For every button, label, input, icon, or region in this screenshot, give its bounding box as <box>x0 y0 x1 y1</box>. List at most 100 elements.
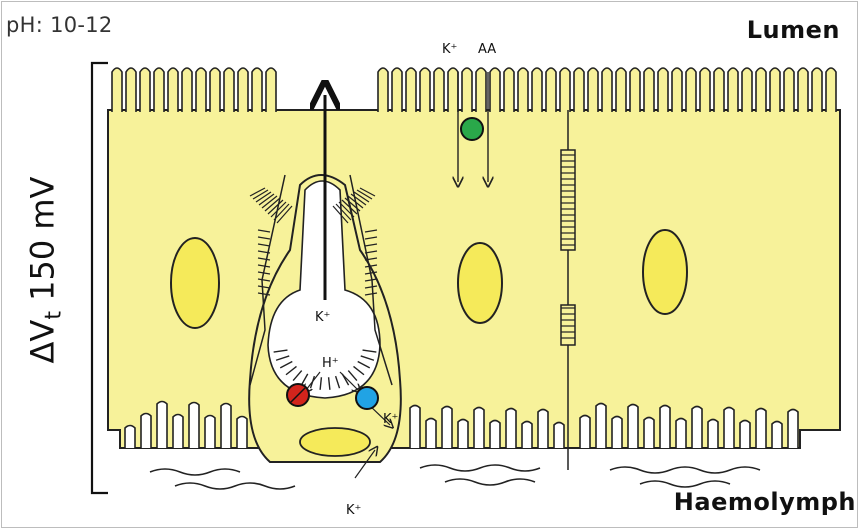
apical-transporter-green <box>461 118 483 140</box>
basal-fold <box>554 423 564 449</box>
haemolymph-label: Haemolymph <box>674 488 856 516</box>
microvillus <box>434 68 444 112</box>
microvillus <box>742 68 752 112</box>
microvillus <box>588 68 598 112</box>
voltage-bracket <box>92 63 108 493</box>
voltage-label: ΔVt 150 mV <box>23 177 66 364</box>
microvillus <box>490 68 500 112</box>
basal-fold <box>173 415 183 449</box>
basal-fold <box>410 406 420 449</box>
microvillus <box>518 68 528 112</box>
microvillus <box>126 68 136 112</box>
basal-fold <box>596 404 606 449</box>
microvillus <box>812 68 822 112</box>
microvillus <box>504 68 514 112</box>
basal-fold <box>458 420 468 449</box>
ph-label: pH: 10-12 <box>6 13 113 37</box>
basal-fold <box>612 417 622 449</box>
basal-fold <box>740 421 750 449</box>
microvillus <box>532 68 542 112</box>
basal-fold <box>628 405 638 449</box>
microvillus <box>420 68 430 112</box>
voltage-delta: ΔV <box>23 320 61 364</box>
microvillus <box>266 68 276 112</box>
transporter-blue <box>356 387 378 409</box>
basal-fold <box>442 407 452 449</box>
microvillus <box>462 68 472 112</box>
microvillus <box>686 68 696 112</box>
basal-fold <box>580 416 590 449</box>
microvillus <box>238 68 248 112</box>
h-plus-label: H⁺ <box>322 356 339 371</box>
microvillus <box>140 68 150 112</box>
microvillus <box>700 68 710 112</box>
microvillus <box>546 68 556 112</box>
basal-fold <box>426 419 436 449</box>
basal-fold <box>538 410 548 449</box>
basal-fold <box>756 409 766 449</box>
basal-fold <box>490 421 500 449</box>
basal-fold <box>237 417 247 449</box>
microvillus <box>672 68 682 112</box>
goblet-nucleus <box>300 428 370 456</box>
microvillus <box>574 68 584 112</box>
microvillus <box>756 68 766 112</box>
nucleus-middle <box>458 243 502 323</box>
basal-fold <box>692 407 702 449</box>
microvillus <box>406 68 416 112</box>
k-apical-label: K⁺ <box>442 42 457 57</box>
basal-fold <box>708 420 718 449</box>
basal-fold <box>189 403 199 449</box>
microvillus <box>616 68 626 112</box>
basal-fold <box>660 406 670 449</box>
microvillus <box>826 68 836 112</box>
k-right-label: K⁺ <box>383 412 398 427</box>
microvilli <box>112 68 836 112</box>
nucleus-left <box>171 238 219 328</box>
voltage-value: 150 mV <box>23 177 61 311</box>
microvillus <box>770 68 780 112</box>
microvillus <box>644 68 654 112</box>
basal-fold <box>474 408 484 449</box>
microvillus <box>224 68 234 112</box>
microvillus <box>476 68 486 112</box>
basal-fold <box>522 422 532 449</box>
k-bottom-label: K⁺ <box>346 503 361 518</box>
lumen-label: Lumen <box>747 16 840 44</box>
k-goblet-label: K⁺ <box>315 310 330 325</box>
microvillus <box>112 68 122 112</box>
basal-fold <box>506 409 516 449</box>
microvillus <box>252 68 262 112</box>
microvillus <box>392 68 402 112</box>
aa-apical-label: AA <box>478 42 496 57</box>
microvillus <box>168 68 178 112</box>
microvillus <box>154 68 164 112</box>
microvillus <box>560 68 570 112</box>
nucleus-right <box>643 230 687 314</box>
basal-fold <box>205 416 215 449</box>
basal-fold <box>724 408 734 449</box>
basal-fold <box>676 419 686 449</box>
basal-fold <box>125 426 135 449</box>
basal-fold <box>772 422 782 449</box>
microvillus <box>602 68 612 112</box>
microvillus <box>210 68 220 112</box>
microvillus <box>630 68 640 112</box>
microvillus <box>714 68 724 112</box>
microvillus <box>182 68 192 112</box>
microvillus <box>196 68 206 112</box>
haemolymph-waves <box>150 465 760 489</box>
microvillus <box>728 68 738 112</box>
basal-fold <box>141 414 151 449</box>
microvillus <box>448 68 458 112</box>
basal-fold <box>644 418 654 449</box>
basal-fold <box>157 402 167 449</box>
microvillus <box>784 68 794 112</box>
basal-fold <box>221 404 231 449</box>
voltage-subscript: t <box>42 311 67 320</box>
microvillus <box>798 68 808 112</box>
microvillus <box>658 68 668 112</box>
basal-fold <box>788 410 798 449</box>
